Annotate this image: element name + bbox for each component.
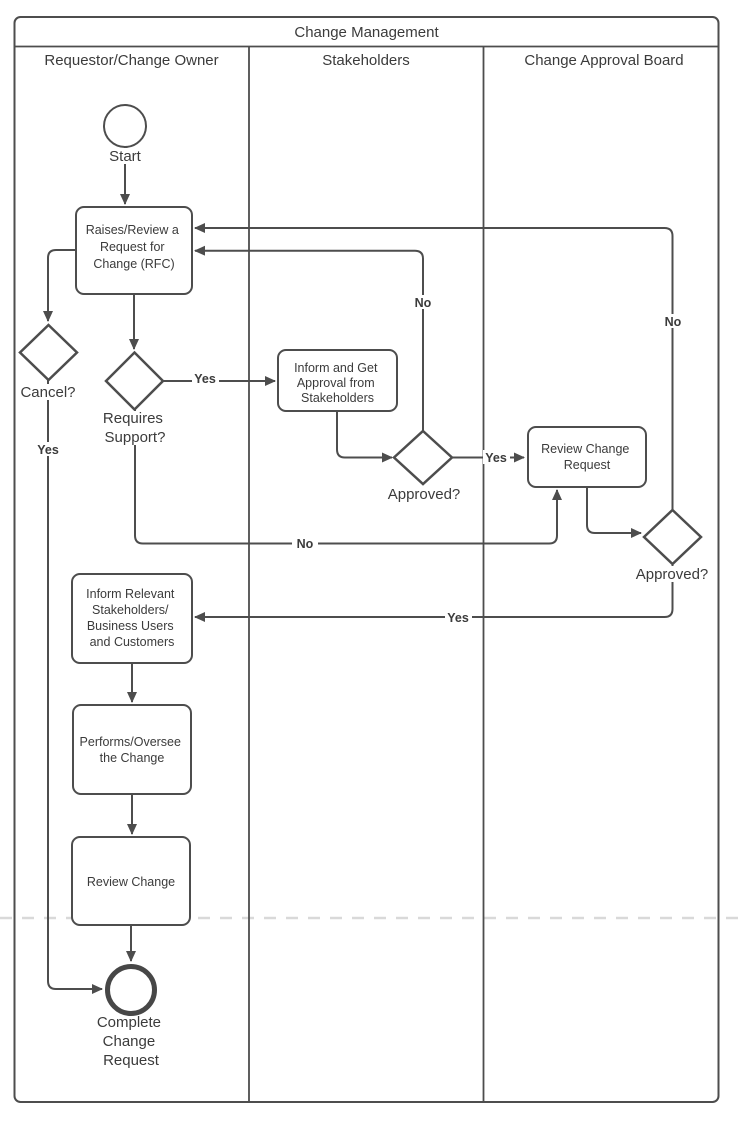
inform-relevant-label: Inform Relevant Stakeholders/ Business U…	[86, 587, 178, 649]
performs-change-line-2: the Change	[100, 751, 165, 765]
edge-support-no-to-review-request	[134, 409, 562, 545]
review-change-request-box	[527, 426, 647, 488]
stakeholder-yes-label: Yes	[485, 451, 507, 465]
inform-relevant-line-1: Inform Relevant	[86, 587, 175, 601]
requires-support-line-1: Requires	[103, 410, 163, 427]
start-label: Start	[109, 148, 142, 165]
approved-board-label-bg	[632, 566, 713, 582]
node-approved-board: Approved? No Yes	[445, 314, 713, 625]
stakeholder-yes-bg	[483, 450, 510, 464]
inform-relevant-line-4: and Customers	[90, 635, 175, 649]
cancel-label-bg	[17, 384, 79, 400]
node-review-change-request: Review Change Request	[527, 426, 647, 488]
board-no-label: No	[665, 315, 682, 329]
pool-title: Change Management	[294, 24, 439, 41]
cancel-yes-label: Yes	[37, 443, 59, 457]
requires-support-diamond	[104, 350, 165, 412]
review-change-request-label: Review Change Request	[541, 442, 633, 472]
node-end: Complete Change Request	[97, 964, 165, 1069]
inform-get-approval-label: Inform and Get Approval from Stakeholder…	[294, 361, 381, 405]
board-yes-bg	[445, 610, 472, 624]
node-inform-relevant: Inform Relevant Stakeholders/ Business U…	[71, 573, 193, 664]
support-no-label: No	[297, 537, 314, 551]
end-label-line-3: Request	[103, 1052, 160, 1069]
performs-change-label: Performs/Oversee the Change	[80, 735, 185, 765]
node-inform-get-approval: Inform and Get Approval from Stakeholder…	[277, 349, 398, 412]
review-change-box	[71, 836, 191, 926]
rfc-label: Raises/Review a Request for Change (RFC)	[86, 223, 183, 271]
board-no-bg	[660, 314, 686, 328]
approved-stakeholders-diamond	[392, 429, 454, 486]
approved-board-diamond	[642, 508, 703, 566]
connectors	[43, 147, 674, 994]
edge-review-request-to-approved-board	[586, 487, 642, 538]
inform-relevant-line-2: Stakeholders/	[92, 603, 169, 617]
stakeholder-no-bg	[410, 295, 436, 309]
cancel-label: Cancel?	[20, 384, 75, 401]
support-yes-label: Yes	[194, 372, 216, 386]
edge-approved-board-yes	[194, 564, 674, 622]
lane-header-change-approval-board: Change Approval Board	[524, 52, 683, 69]
board-yes-label: Yes	[447, 611, 469, 625]
rfc-label-line-2: Request for	[100, 240, 165, 254]
node-cancel: Cancel? Yes	[17, 323, 79, 457]
nodes: Start Raises/Review a Request for Change…	[17, 104, 713, 1069]
pool-border	[13, 16, 720, 1103]
edge-approved-stakeholders-no	[194, 245, 424, 431]
lane-header-requestor: Requestor/Change Owner	[44, 52, 218, 69]
inform-get-approval-line-3: Stakeholders	[301, 391, 374, 405]
rfc-label-line-3: Change (RFC)	[93, 257, 174, 271]
edge-approved-board-no	[194, 223, 674, 510]
end-label: Complete Change Request	[97, 1014, 165, 1069]
node-start: Start	[103, 104, 147, 165]
support-yes-bg	[192, 371, 219, 385]
review-change-request-line-1: Review Change	[541, 442, 629, 456]
node-rfc: Raises/Review a Request for Change (RFC)	[75, 206, 193, 295]
edge-inform-to-approved-stakeholders	[336, 411, 393, 463]
inform-get-approval-line-2: Approval from	[297, 376, 375, 390]
node-requires-support: Requires Support? Yes No	[103, 350, 318, 551]
stakeholder-no-label: No	[415, 296, 432, 310]
start-label-bg	[106, 148, 144, 164]
lane-header-stakeholders: Stakeholders	[322, 52, 410, 69]
end-event-circle	[105, 964, 157, 1016]
pool: Change Management Requestor/Change Owner…	[13, 16, 720, 1103]
end-label-line-2: Change	[103, 1033, 156, 1050]
approved-stakeholders-label: Approved?	[388, 486, 461, 503]
rfc-label-line-1: Raises/Review a	[86, 223, 179, 237]
node-review-change: Review Change	[71, 836, 191, 926]
end-label-line-1: Complete	[97, 1014, 161, 1031]
cancel-diamond	[18, 323, 79, 382]
requires-support-line-2: Support?	[105, 429, 166, 446]
inform-get-approval-line-1: Inform and Get	[294, 361, 378, 375]
inform-relevant-box	[71, 573, 193, 664]
performs-change-line-1: Performs/Oversee	[80, 735, 181, 749]
requires-support-label-bg	[103, 411, 167, 445]
approved-board-label: Approved?	[636, 566, 709, 583]
support-no-bg	[292, 536, 318, 550]
node-approved-stakeholders: Approved? No Yes	[388, 295, 510, 503]
review-change-request-line-2: Request	[564, 458, 611, 472]
inform-get-approval-box	[277, 349, 398, 412]
edge-cancel-yes-to-end	[47, 380, 103, 994]
node-performs-change: Performs/Oversee the Change	[72, 704, 192, 795]
requires-support-label: Requires Support?	[103, 410, 167, 446]
start-event-circle	[103, 104, 147, 148]
inform-relevant-line-3: Business Users	[87, 619, 174, 633]
rfc-box	[75, 206, 193, 295]
cancel-yes-bg	[36, 442, 60, 456]
review-change-label: Review Change	[87, 875, 175, 889]
performs-change-box	[72, 704, 192, 795]
edge-rfc-to-cancel	[43, 249, 76, 322]
